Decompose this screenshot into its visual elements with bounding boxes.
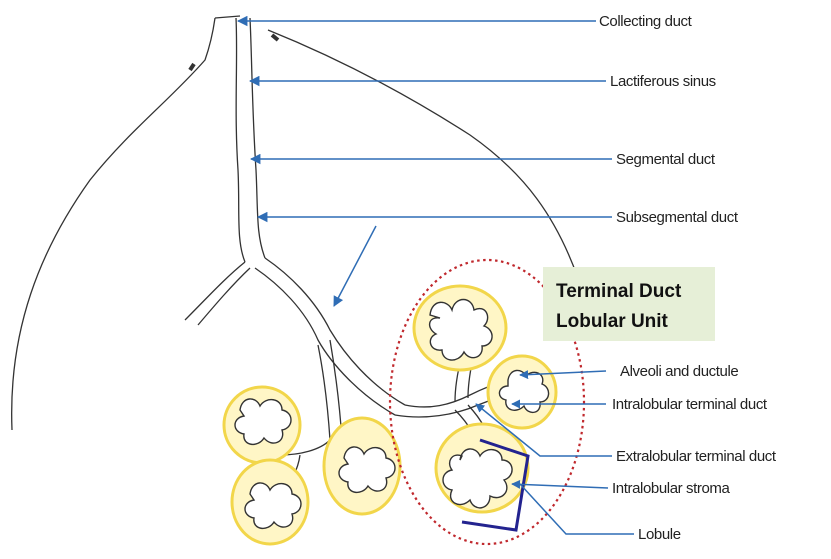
arrow-intralobular-stroma xyxy=(512,484,608,488)
label-lobule: Lobule xyxy=(638,526,681,543)
label-extralobular-terminal-duct: Extralobular terminal duct xyxy=(616,448,777,465)
label-subsegmental-duct: Subsegmental duct xyxy=(616,209,739,226)
arrow-subsegmental-duct-branch xyxy=(334,226,376,306)
label-intralobular-terminal-duct: Intralobular terminal duct xyxy=(612,396,768,413)
label-lactiferous-sinus: Lactiferous sinus xyxy=(610,73,716,90)
label-alveoli-and-ductule: Alveoli and ductule xyxy=(620,363,738,380)
label-collecting-duct: Collecting duct xyxy=(599,13,693,30)
tdlu-box-line1: Terminal Duct xyxy=(556,281,682,302)
tdlu-box-line2: Lobular Unit xyxy=(556,311,669,332)
tdlu-label-box: Terminal Duct Lobular Unit xyxy=(543,267,715,341)
label-segmental-duct: Segmental duct xyxy=(616,151,716,168)
label-intralobular-stroma: Intralobular stroma xyxy=(612,480,731,497)
